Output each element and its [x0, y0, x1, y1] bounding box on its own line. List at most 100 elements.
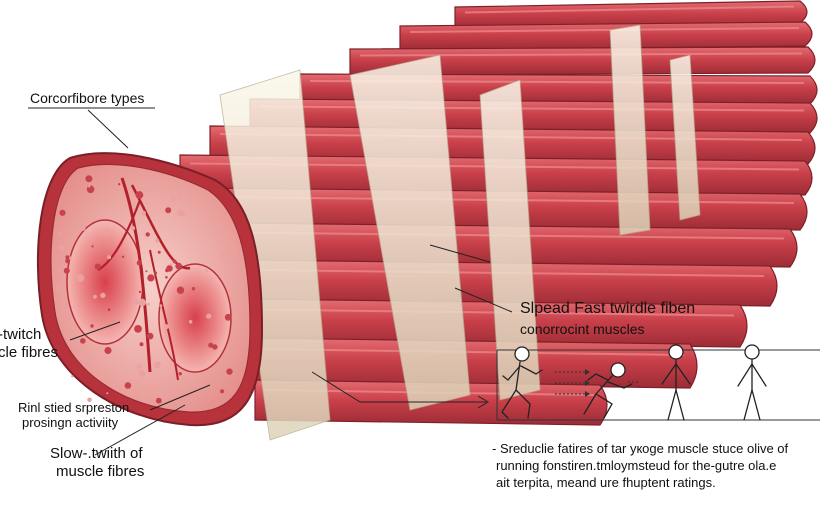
fibre-dot [165, 207, 172, 214]
fibre-highlight [464, 5, 795, 14]
fibre-dot [139, 342, 144, 347]
fibre-dot [104, 346, 112, 355]
fibre-dot [220, 253, 224, 258]
fibre-dot [172, 259, 177, 264]
fibre-dot [130, 226, 136, 231]
fibre-dot [103, 228, 111, 235]
slow-twitch-line-1: Slow-.twiith of [50, 445, 143, 462]
fibre-dot [233, 313, 238, 318]
fibre-dot [175, 262, 182, 270]
connective-tissue-band [669, 54, 701, 221]
fibre-dot [208, 342, 214, 348]
fibre-dot [154, 271, 158, 275]
fibre-dot [80, 226, 86, 231]
fibre-dot [71, 375, 74, 378]
fibre-dot [155, 238, 160, 243]
fibre-dot [176, 286, 185, 294]
fibre-dot [91, 245, 94, 248]
fibre-dot [159, 304, 163, 307]
fibre-dot [171, 195, 176, 200]
fibre-dot [202, 207, 206, 211]
fibre-dot [138, 290, 142, 294]
muscle-fibre [399, 21, 813, 51]
fibre-dot [157, 250, 161, 254]
fibre-dot [77, 352, 85, 361]
sprinting-figure-icon [583, 362, 633, 419]
fibre-dot [136, 260, 142, 266]
fibre-dot [209, 216, 214, 221]
twitch-fibres-line-2: cle fibres [0, 343, 59, 361]
fibre-dot [99, 374, 105, 380]
standing-figure-icon [737, 344, 767, 421]
fibre-highlight [259, 105, 805, 112]
fibre-dot [58, 244, 65, 251]
fibre-dot [59, 231, 62, 235]
muscle-fibre-strands [179, 0, 818, 441]
fibre-dot [224, 313, 232, 321]
fibre-dot [59, 209, 66, 216]
fibre-dot [147, 274, 155, 282]
fibre-dot [188, 320, 193, 324]
progression-arrows [555, 369, 640, 397]
fibre-dot [165, 276, 168, 279]
fibre-dot [111, 379, 118, 386]
fibre-highlight [409, 27, 800, 33]
running-figure-icon [501, 346, 543, 419]
fibre-dot [138, 370, 144, 375]
fast-twitch-line-2: conorrocint muscles [520, 320, 645, 337]
fibre-dot [155, 397, 162, 404]
fibre-dot [93, 294, 97, 299]
fibre-dot [90, 324, 94, 328]
fibre-dot [171, 199, 174, 202]
fibre-dot [94, 263, 101, 270]
fibre-dot [205, 269, 208, 273]
fibre-highlight [359, 52, 803, 57]
fibre-dot [100, 292, 106, 299]
fibre-dot [135, 191, 144, 199]
fibre-dot [134, 325, 142, 333]
fibre-dot [178, 372, 182, 376]
description-line-2: running fonstiren.tmloymsteud for the-gu… [496, 458, 777, 474]
fibre-dot [136, 364, 142, 369]
fibre-dot [212, 344, 218, 350]
activation-label: Rinl stied srpreston prosingn activiity [18, 400, 129, 431]
fibre-dot [121, 255, 125, 258]
leader-lines [28, 107, 513, 456]
fibre-dot [220, 389, 225, 394]
fibre-dot [141, 210, 147, 216]
fibre-dot [206, 313, 212, 319]
fibre-dot [226, 368, 233, 375]
fibre-dot [107, 255, 112, 260]
fibre-dot [164, 324, 169, 330]
fibre-dot [132, 298, 139, 305]
connective-tissue-band [349, 54, 471, 411]
fibre-dot [145, 232, 150, 237]
bundle-cross-section [36, 152, 264, 427]
fibre-dot [85, 175, 93, 183]
fibre-dot [55, 285, 61, 290]
fibre-dot [124, 382, 132, 389]
twitch-fibres-label: -twitch cle fibres [0, 326, 58, 361]
slow-twitch-label: Slow-.twiith of muscle fibres [50, 445, 144, 480]
slow-twitch-line-2: muscle fibres [56, 462, 145, 480]
fibre-dot [145, 270, 148, 273]
fibre-dot [153, 361, 161, 369]
fast-twitch-label: Slpeаd Fast twirdle fiben conorrocint mu… [520, 300, 695, 337]
fibre-dot [65, 255, 70, 260]
fibre-dot [147, 302, 150, 306]
activation-line-2: prosingn activiity [22, 415, 119, 431]
fibre-dot [169, 263, 173, 266]
fibre-dot [232, 248, 237, 254]
description-text: - Sreduclie fatires of tar yкoge muscle … [492, 440, 788, 491]
fast-twitch-line-1: Slpeаd Fast twirdle fiben [520, 300, 696, 317]
fibre-dot [65, 258, 70, 264]
fibre-dot [88, 185, 91, 188]
fibre-dot [87, 397, 92, 403]
fibre-dot [177, 192, 183, 198]
fibre-types-label: Corcorfibore types [30, 90, 145, 106]
fibre-dot [191, 287, 196, 291]
fibre-highlight [259, 348, 685, 356]
standing-figure-icon [661, 344, 691, 421]
